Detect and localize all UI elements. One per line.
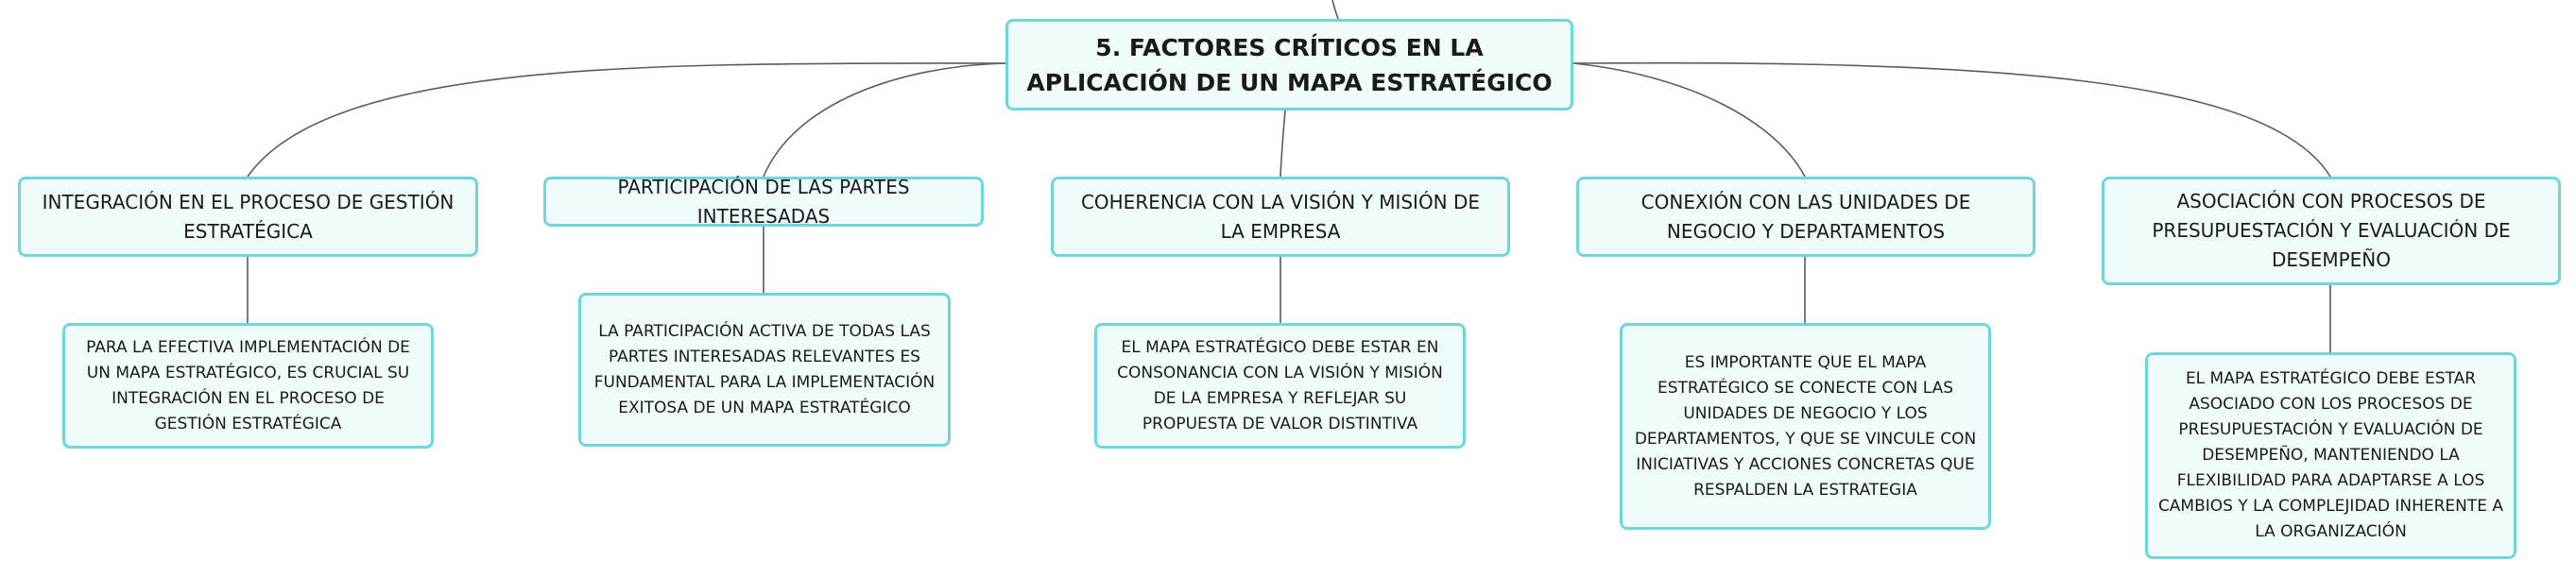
branch-conexion[interactable]: CONEXIÓN CON LAS UNIDADES DE NEGOCIO Y D… — [1576, 177, 2035, 257]
branch-participacion[interactable]: PARTICIPACIÓN DE LAS PARTES INTERESADAS — [543, 176, 984, 228]
branch-title: INTEGRACIÓN EN EL PROCESO DE GESTIÓN EST… — [42, 190, 455, 243]
branch-title: PARTICIPACIÓN DE LAS PARTES INTERESADAS — [617, 175, 910, 228]
detail-text: EL MAPA ESTRATÉGICO DEBE ESTAR EN CONSON… — [1117, 337, 1443, 434]
detail-participacion[interactable]: LA PARTICIPACIÓN ACTIVA DE TODAS LAS PAR… — [578, 293, 951, 447]
branch-coherencia[interactable]: COHERENCIA CON LA VISIÓN Y MISIÓN DE LA … — [1051, 177, 1510, 257]
branch-integracion[interactable]: INTEGRACIÓN EN EL PROCESO DE GESTIÓN EST… — [18, 177, 478, 257]
detail-coherencia[interactable]: EL MAPA ESTRATÉGICO DEBE ESTAR EN CONSON… — [1094, 323, 1466, 449]
root-topic[interactable]: 5. FACTORES CRÍTICOS EN LA APLICACIÓN DE… — [1005, 19, 1573, 110]
detail-integracion[interactable]: PARA LA EFECTIVA IMPLEMENTACIÓN DE UN MA… — [62, 323, 434, 449]
connector-root-branch-1 — [247, 62, 1006, 178]
connector-root-branch-3 — [1279, 110, 1286, 178]
branch-title: COHERENCIA CON LA VISIÓN Y MISIÓN DE LA … — [1080, 190, 1481, 243]
detail-asociacion[interactable]: EL MAPA ESTRATÉGICO DEBE ESTAR ASOCIADO … — [2145, 352, 2516, 559]
connector-root-branch-2 — [763, 62, 1006, 178]
connector-parent — [1331, 0, 1339, 20]
detail-text: LA PARTICIPACIÓN ACTIVA DE TODAS LAS PAR… — [593, 321, 936, 417]
branch-title: ASOCIACIÓN CON PROCESOS DE PRESUPUESTACI… — [2152, 190, 2511, 271]
root-topic-label: 5. FACTORES CRÍTICOS EN LA APLICACIÓN DE… — [1026, 33, 1553, 96]
detail-text: EL MAPA ESTRATÉGICO DEBE ESTAR ASOCIADO … — [2157, 369, 2504, 541]
connector-root-branch-5 — [1572, 61, 2331, 178]
detail-text: PARA LA EFECTIVA IMPLEMENTACIÓN DE UN MA… — [86, 337, 410, 434]
branch-title: CONEXIÓN CON LAS UNIDADES DE NEGOCIO Y D… — [1640, 190, 1971, 243]
detail-text: ES IMPORTANTE QUE EL MAPA ESTRATÉGICO SE… — [1634, 352, 1977, 500]
branch-asociacion[interactable]: ASOCIACIÓN CON PROCESOS DE PRESUPUESTACI… — [2102, 177, 2561, 285]
connector-root-branch-4 — [1572, 62, 1806, 178]
detail-conexion[interactable]: ES IMPORTANTE QUE EL MAPA ESTRATÉGICO SE… — [1620, 323, 1991, 530]
